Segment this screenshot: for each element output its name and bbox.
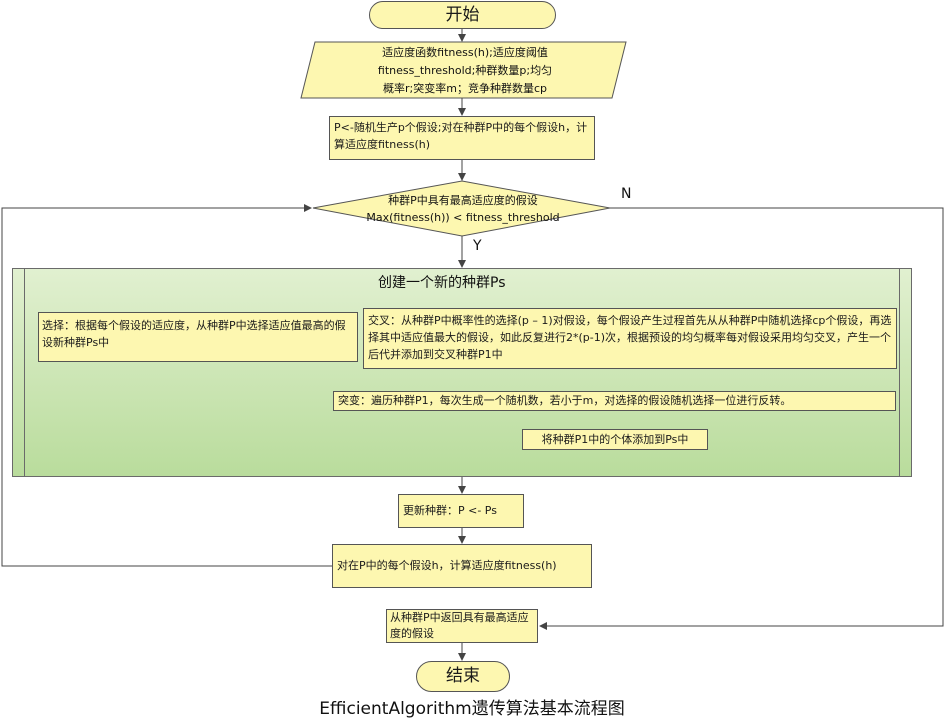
decision-line-2: Max(fitness(h)) < fitness_threshold — [366, 211, 560, 224]
group-title: 创建一个新的种群Ps — [378, 275, 506, 291]
input-line-2: fitness_threshold;种群数量p;均匀 — [377, 64, 553, 77]
mutation-text: 突变：遍历种群P1，每次生成一个随机数，若小于m，对选择的假设随机选择一位进行反… — [338, 394, 792, 407]
input-text: 适应度函数fitness(h);适应度阈值 fitness_threshold;… — [320, 44, 610, 98]
return-step: 从种群P中返回具有最高适应度的假设 — [386, 609, 538, 643]
recompute-text: 对在P中的每个假设h，计算适应度fitness(h) — [337, 559, 557, 572]
decision-text: 种群P中具有最高适应度的假设 Max(fitness(h)) < fitness… — [318, 192, 608, 226]
yes-label: Y — [473, 238, 482, 254]
update-step: 更新种群：P <- Ps — [398, 494, 524, 528]
selection-text: 选择：根据每个假设的适应度，从种群P中选择适应值最高的假设新种群Ps中 — [42, 319, 346, 349]
recompute-step: 对在P中的每个假设h，计算适应度fitness(h) — [332, 544, 592, 588]
diagram-caption: EfficientAlgorithm遗传算法基本流程图 — [319, 699, 625, 719]
end-label: 结束 — [446, 666, 480, 686]
start-label: 开始 — [445, 4, 480, 25]
selection-step: 选择：根据每个假设的适应度，从种群P中选择适应值最高的假设新种群Ps中 — [38, 312, 358, 362]
add-step: 将种群P1中的个体添加到Ps中 — [522, 429, 708, 450]
return-text: 从种群P中返回具有最高适应度的假设 — [390, 611, 529, 640]
input-parallelogram — [300, 41, 627, 99]
end-terminal: 结束 — [416, 661, 510, 692]
decision-line-1: 种群P中具有最高适应度的假设 — [388, 194, 538, 207]
input-line-3: 概率r;突变率m；竞争种群数量cp — [383, 82, 547, 95]
new-population-group — [12, 268, 912, 477]
input-line-1: 适应度函数fitness(h);适应度阈值 — [382, 46, 548, 59]
crossover-text: 交叉：从种群P中概率性的选择(p – 1)对假设，每个假设产生过程首先从从种群P… — [368, 314, 892, 361]
update-text: 更新种群：P <- Ps — [403, 504, 497, 517]
mutation-step: 突变：遍历种群P1，每次生成一个随机数，若小于m，对选择的假设随机选择一位进行反… — [333, 391, 896, 411]
group-right-rail — [899, 268, 900, 477]
group-left-rail — [24, 268, 25, 477]
add-text: 将种群P1中的个体添加到Ps中 — [541, 433, 689, 446]
init-process: P<-随机生产p个假设;对在种群P中的每个假设h，计算适应度fitness(h) — [329, 116, 595, 160]
start-terminal: 开始 — [369, 1, 556, 29]
crossover-step: 交叉：从种群P中概率性的选择(p – 1)对假设，每个假设产生过程首先从从种群P… — [363, 308, 897, 369]
init-text: P<-随机生产p个假设;对在种群P中的每个假设h，计算适应度fitness(h) — [334, 121, 588, 151]
no-label: N — [621, 186, 632, 202]
